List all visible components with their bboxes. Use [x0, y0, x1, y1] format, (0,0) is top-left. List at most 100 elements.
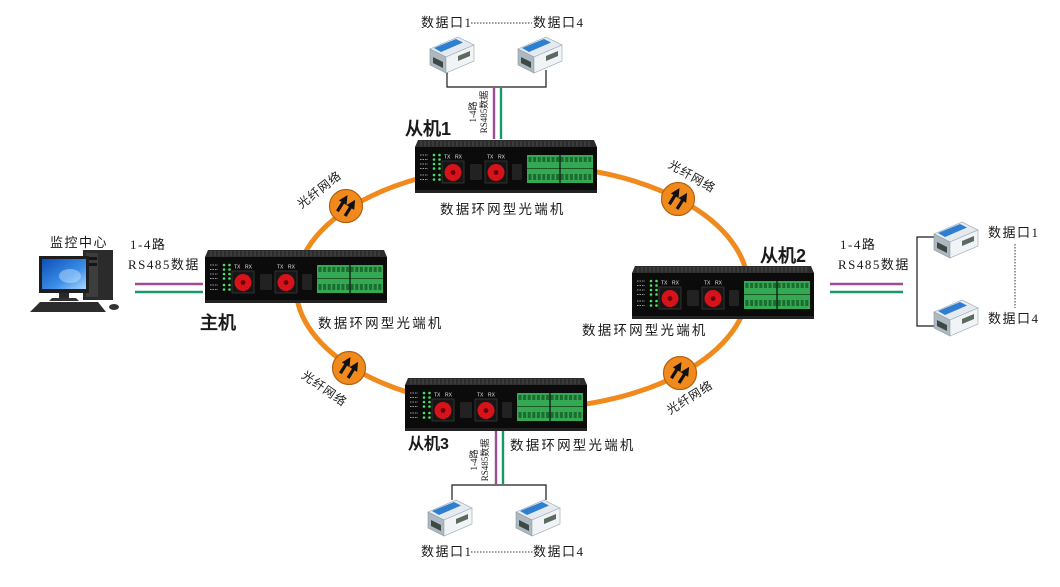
slave3-rs485-converter-port4: [515, 499, 561, 537]
rs485-terminal-block: [517, 393, 583, 421]
terminal-socket: [359, 284, 363, 290]
terminal-socket: [763, 300, 767, 306]
terminal-socket: [560, 174, 564, 180]
terminal-screw: [569, 395, 573, 400]
terminal-socket: [796, 300, 800, 306]
terminal-screw: [777, 283, 781, 288]
device-indicator-window: [260, 274, 272, 290]
status-led-icon: [655, 284, 658, 287]
keyboard-icon: [30, 302, 106, 312]
tx-label: TX: [234, 265, 241, 271]
terminal-socket: [565, 174, 569, 180]
arrow-up-icon: [336, 195, 348, 213]
fiber-port-core: [667, 296, 673, 301]
mouse-icon: [109, 304, 119, 310]
converter-label-stripe: [938, 224, 967, 237]
terminal-socket: [323, 284, 327, 290]
status-led-icon: [649, 304, 653, 307]
terminal-screw: [579, 157, 583, 162]
terminal-screw: [364, 267, 368, 272]
terminal-screw: [569, 157, 573, 162]
slave3-caption: 数据环网型光端机: [510, 438, 636, 453]
arrow-up-icon: [346, 361, 359, 379]
host-caption: 数据环网型光端机: [318, 316, 444, 331]
badge-disc: [660, 181, 696, 217]
terminal-socket: [369, 284, 373, 290]
status-led-panel: [410, 391, 431, 419]
terminal-socket: [579, 174, 583, 180]
status-led-icon: [649, 288, 653, 292]
tx-label: TX: [444, 155, 451, 161]
status-led-icon: [438, 158, 441, 161]
terminal-screw: [759, 283, 763, 288]
status-led-icon: [228, 268, 231, 271]
terminal-socket: [768, 300, 772, 306]
status-led-icon: [432, 158, 436, 161]
terminal-socket: [537, 174, 541, 180]
device-top-bevel: [415, 140, 597, 147]
terminal-screw: [573, 395, 577, 400]
device-bottom-edge: [632, 316, 814, 319]
terminal-socket: [528, 174, 532, 180]
arrow-up-icon: [668, 188, 680, 206]
device-heatsink-ribs: [637, 267, 807, 273]
terminal-screw: [550, 395, 554, 400]
slave1-rs485-converter-port4: [517, 36, 563, 74]
slave3-rs485-converter-port1: [427, 499, 473, 537]
arrow-up-icon: [677, 366, 690, 384]
status-led-icon: [649, 299, 653, 303]
slave2-caption: 数据环网型光端机: [582, 323, 708, 338]
terminal-screw: [359, 267, 363, 272]
status-led-icon: [228, 277, 231, 280]
rs485-terminal-block: [744, 281, 810, 309]
monitoring-center-computer-icon: [30, 250, 119, 312]
slave3-link-channels: 1-4路: [468, 450, 479, 471]
status-led-panel: [210, 263, 231, 291]
status-led-icon: [222, 263, 226, 267]
slave3-link-type: RS485数据: [479, 439, 490, 482]
terminal-screw: [527, 395, 531, 400]
device-indicator-window: [302, 274, 312, 290]
fiber-port-core: [450, 170, 456, 175]
status-led-icon: [428, 396, 431, 399]
slave2-port-last-label: 数据口4: [988, 311, 1040, 326]
device-heatsink-ribs: [210, 251, 380, 257]
terminal-socket: [777, 300, 781, 306]
slave3-port-bracket: [451, 484, 547, 500]
terminal-socket: [759, 300, 763, 306]
terminal-screw: [559, 395, 563, 400]
terminal-socket: [786, 300, 790, 306]
db9-connector-icon: [433, 57, 443, 68]
status-led-icon: [222, 283, 226, 287]
terminal-socket: [350, 284, 354, 290]
terminal-screw: [546, 395, 550, 400]
drive-bay: [87, 263, 97, 266]
terminal-socket: [559, 412, 563, 418]
tx-label: TX: [704, 281, 711, 287]
slave1-port-last-label: 数据口4: [533, 15, 585, 30]
host-name: 主机: [200, 312, 236, 333]
terminal-screw: [768, 283, 772, 288]
status-led-icon: [649, 293, 653, 296]
terminal-screw: [574, 157, 578, 162]
rs485-signal-lines: [135, 88, 903, 484]
terminal-socket: [745, 300, 749, 306]
terminal-screw: [542, 157, 546, 162]
terminal-screw: [537, 157, 541, 162]
fiber-link-arrows-icon-top-right: [660, 181, 696, 217]
terminal-socket: [805, 300, 809, 306]
device-indicator-window: [687, 290, 699, 306]
rs485-terminal-block: [527, 155, 593, 183]
converter-label-stripe: [432, 502, 461, 515]
device-bottom-edge: [205, 300, 387, 303]
terminal-socket: [532, 412, 536, 418]
terminal-screw: [745, 283, 749, 288]
terminal-screw: [369, 267, 373, 272]
badge-disc: [662, 355, 698, 391]
